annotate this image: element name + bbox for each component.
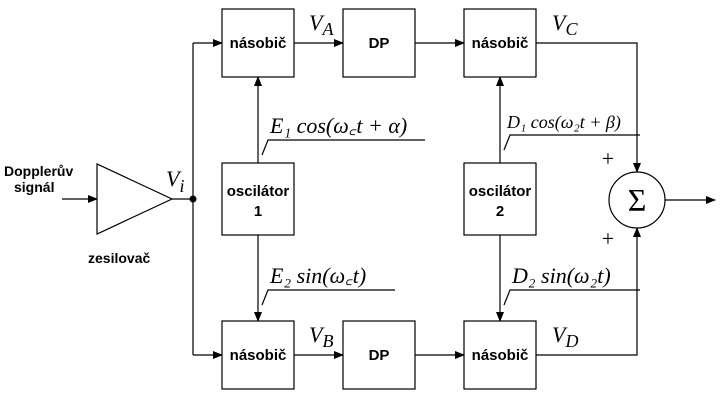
summer-circle (608, 171, 666, 229)
osc1-number: 1 (254, 203, 262, 220)
plus-top: + (602, 146, 614, 171)
leader-d2 (503, 289, 640, 306)
arrow-vc-to-sum (536, 42, 641, 173)
equation-d2: D₂ sin(ω₂t) (511, 263, 611, 288)
vd-label: VD (552, 322, 578, 351)
mult-bot-right-box (463, 320, 537, 390)
mult-bot-right-label: násobič (472, 347, 529, 364)
vb-label: VB (309, 322, 333, 351)
equation-d1: D₁ cos(ω₂t + β) (506, 112, 621, 133)
plus-bottom: + (602, 226, 614, 251)
leader-e1 (261, 139, 425, 156)
osc1-label: oscilátor (227, 183, 290, 200)
amplifier-label: zesilovač (88, 250, 150, 266)
mult-top-right-box (463, 8, 537, 78)
amplifier-triangle (96, 163, 174, 235)
equation-e2: E₂ sin(ω꜀t) (269, 263, 366, 288)
mult-top-left-label: násobič (230, 35, 287, 52)
osc2-number: 2 (496, 203, 504, 220)
lpf-bot-box (342, 320, 416, 390)
lpf-bot-label: DP (369, 347, 390, 364)
leader-d1 (503, 134, 640, 151)
input-label-line1: Dopplerův (4, 163, 73, 179)
osc2-label: oscilátor (469, 183, 532, 200)
mult-top-left-box (221, 8, 295, 78)
connections (62, 39, 716, 359)
osc1-box (221, 162, 295, 236)
osc2-box (463, 162, 537, 236)
vc-label: VC (552, 10, 578, 39)
mult-bot-left-box (221, 320, 295, 390)
junction-dot (189, 195, 197, 203)
leader-e2 (261, 289, 395, 306)
mult-top-right-label: násobič (472, 35, 529, 52)
mult-bot-left-label: násobič (230, 347, 287, 364)
sigma-symbol: Σ (628, 182, 647, 218)
arrow-vd-to-sum (536, 227, 641, 356)
vi-label: Vi (166, 166, 184, 196)
equation-e1: E₁ cos(ω꜀t + α) (269, 113, 407, 138)
input-label-line2: signál (14, 179, 54, 195)
va-label: VA (309, 10, 334, 39)
lpf-top-label: DP (369, 35, 390, 52)
lpf-top-box (342, 8, 416, 78)
